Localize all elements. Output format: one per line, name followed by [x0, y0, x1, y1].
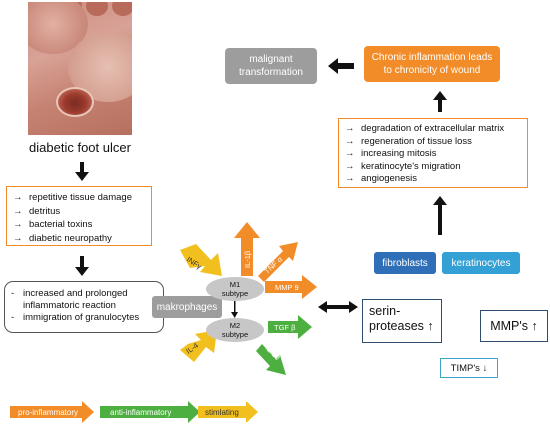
- causes-box: →repetitive tissue damage →detritus →bac…: [6, 186, 152, 246]
- ifn-arrow: INFγ: [180, 244, 222, 276]
- legend-pro-label: pro-inflammatory: [18, 408, 78, 417]
- legend-stim-arrow: stimlating: [198, 401, 258, 423]
- il10-arrow: IL-10: [256, 344, 286, 375]
- il4-arrow: IL-4: [180, 330, 217, 362]
- mmps-box: MMP's ↑: [480, 310, 548, 342]
- mmp9-label: MMP 9: [275, 283, 299, 292]
- repair-box: →degradation of extracellular matrix →re…: [338, 118, 528, 188]
- reaction-box: - increased and prolonged inflammatoric …: [4, 281, 164, 333]
- foot-ulcer-photo: [28, 2, 132, 135]
- makrophages-box: makrophages: [152, 296, 222, 318]
- ulcer-wound: [56, 87, 94, 117]
- serin-proteases-box: serin- proteases ↑: [362, 299, 442, 343]
- list-item: →diabetic neuropathy: [13, 232, 112, 244]
- causes-list: →repetitive tissue damage →detritus →bac…: [13, 191, 151, 245]
- il1b-label: IL-1β: [243, 250, 252, 268]
- list-item: →keratinocyte's migration: [345, 160, 461, 172]
- legend-stim-label: stimlating: [205, 408, 239, 417]
- list-item: →angiogenesis: [345, 173, 417, 184]
- down-arrow-1: [75, 162, 89, 181]
- reaction-item-2: immigration of granulocytes: [23, 312, 140, 323]
- tgfb-arrow: TGF β: [268, 315, 312, 339]
- photo-caption: diabetic foot ulcer: [29, 140, 131, 155]
- timps-box: TIMP's ↓: [440, 358, 498, 378]
- list-item: →bacterial toxins: [13, 219, 93, 230]
- tgfb-label: TGF β: [274, 323, 296, 332]
- list-item: →degradation of extracellular matrix: [345, 123, 505, 134]
- left-arrow: [328, 58, 354, 74]
- down-arrow-2: [75, 256, 89, 276]
- il1b-arrow: IL-1β: [234, 222, 260, 276]
- legend-anti-arrow: anti-inflammatory: [100, 401, 200, 423]
- list-item: →repetitive tissue damage: [13, 192, 132, 203]
- list-item: →increasing mitosis: [345, 148, 437, 159]
- mmp9-arrow: MMP 9: [265, 275, 317, 299]
- reaction-item-1: increased and prolonged inflammatoric re…: [23, 288, 128, 311]
- up-arrow-1: [433, 196, 447, 235]
- double-arrow: [318, 301, 358, 313]
- up-arrow-2: [433, 91, 447, 112]
- fibroblasts-box: fibroblasts: [374, 252, 436, 274]
- list-item: →regeneration of tissue loss: [345, 135, 472, 147]
- list-item: →detritus: [13, 205, 61, 217]
- legend-anti-label: anti-inflammatory: [110, 408, 171, 417]
- keratinocytes-box: keratinocytes: [442, 252, 520, 274]
- m1-to-m2-arrow: [231, 300, 238, 318]
- repair-list: →degradation of extracellular matrix →re…: [345, 123, 527, 186]
- tnfa-arrow: TNF α: [258, 242, 298, 282]
- legend-pro-arrow: pro-inflammatory: [10, 401, 94, 423]
